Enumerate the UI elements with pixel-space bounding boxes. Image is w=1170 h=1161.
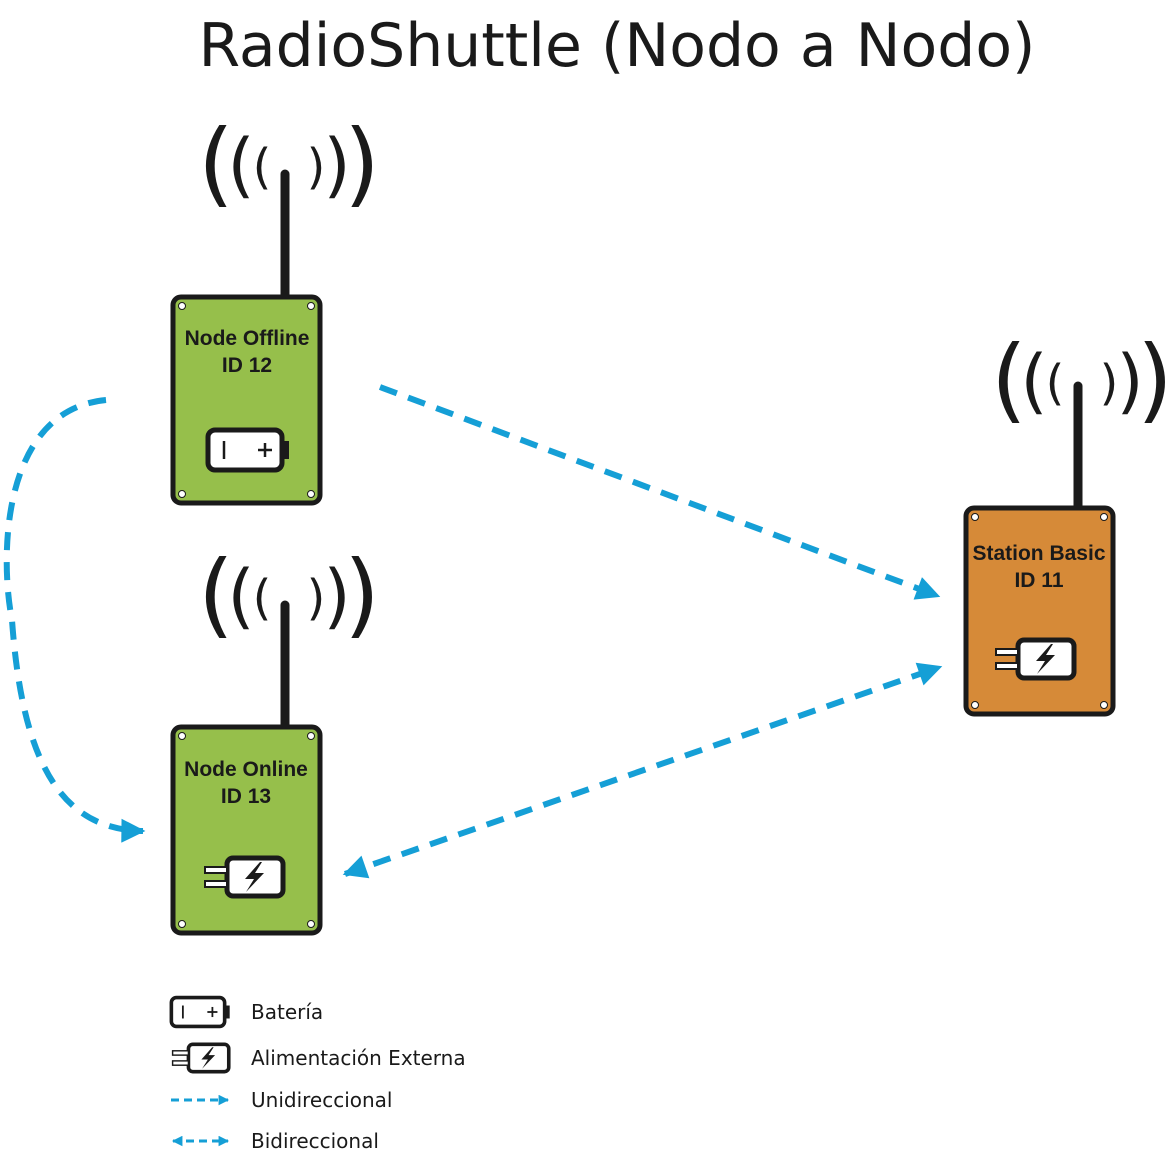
legend-battery-label: Batería [251, 1000, 323, 1024]
legend-unidirectional-label: Unidireccional [251, 1088, 392, 1112]
legend-battery: Batería [169, 995, 323, 1029]
legend-unidirectional: Unidireccional [171, 1088, 392, 1112]
page-title: RadioShuttle (Nodo a Nodo) [199, 11, 1036, 81]
connections [3, 384, 943, 879]
legend-external-power-label: Alimentación Externa [251, 1046, 466, 1070]
node-offline-name: Node Offline [185, 327, 310, 350]
legend-bidirectional: Bidireccional [171, 1129, 379, 1153]
node-online-id: ID 13 [221, 785, 271, 808]
node-offline-id: ID 12 [222, 354, 272, 377]
station-basic-box [963, 505, 1116, 717]
external-power-icon [170, 1042, 231, 1074]
legend-external-power: Alimentación Externa [170, 1042, 466, 1074]
arrow-online-station-bidirectional [342, 662, 943, 879]
arrow-offline-to-station [378, 384, 941, 600]
battery-icon [169, 995, 232, 1029]
station-basic-name: Station Basic [972, 542, 1105, 565]
station-basic-id: ID 11 [1014, 569, 1063, 592]
node-online-name: Node Online [184, 758, 308, 781]
battery-icon [208, 430, 289, 470]
legend: Batería Alimentación Externa Unidireccio… [169, 995, 466, 1153]
node-offline: Node Offline ID 12 [170, 110, 380, 506]
station-basic: Station Basic ID 11 [963, 326, 1170, 717]
node-online: Node Online ID 13 [170, 541, 380, 936]
arrow-offline-to-online [3, 397, 146, 843]
legend-bidirectional-label: Bidireccional [251, 1129, 379, 1153]
